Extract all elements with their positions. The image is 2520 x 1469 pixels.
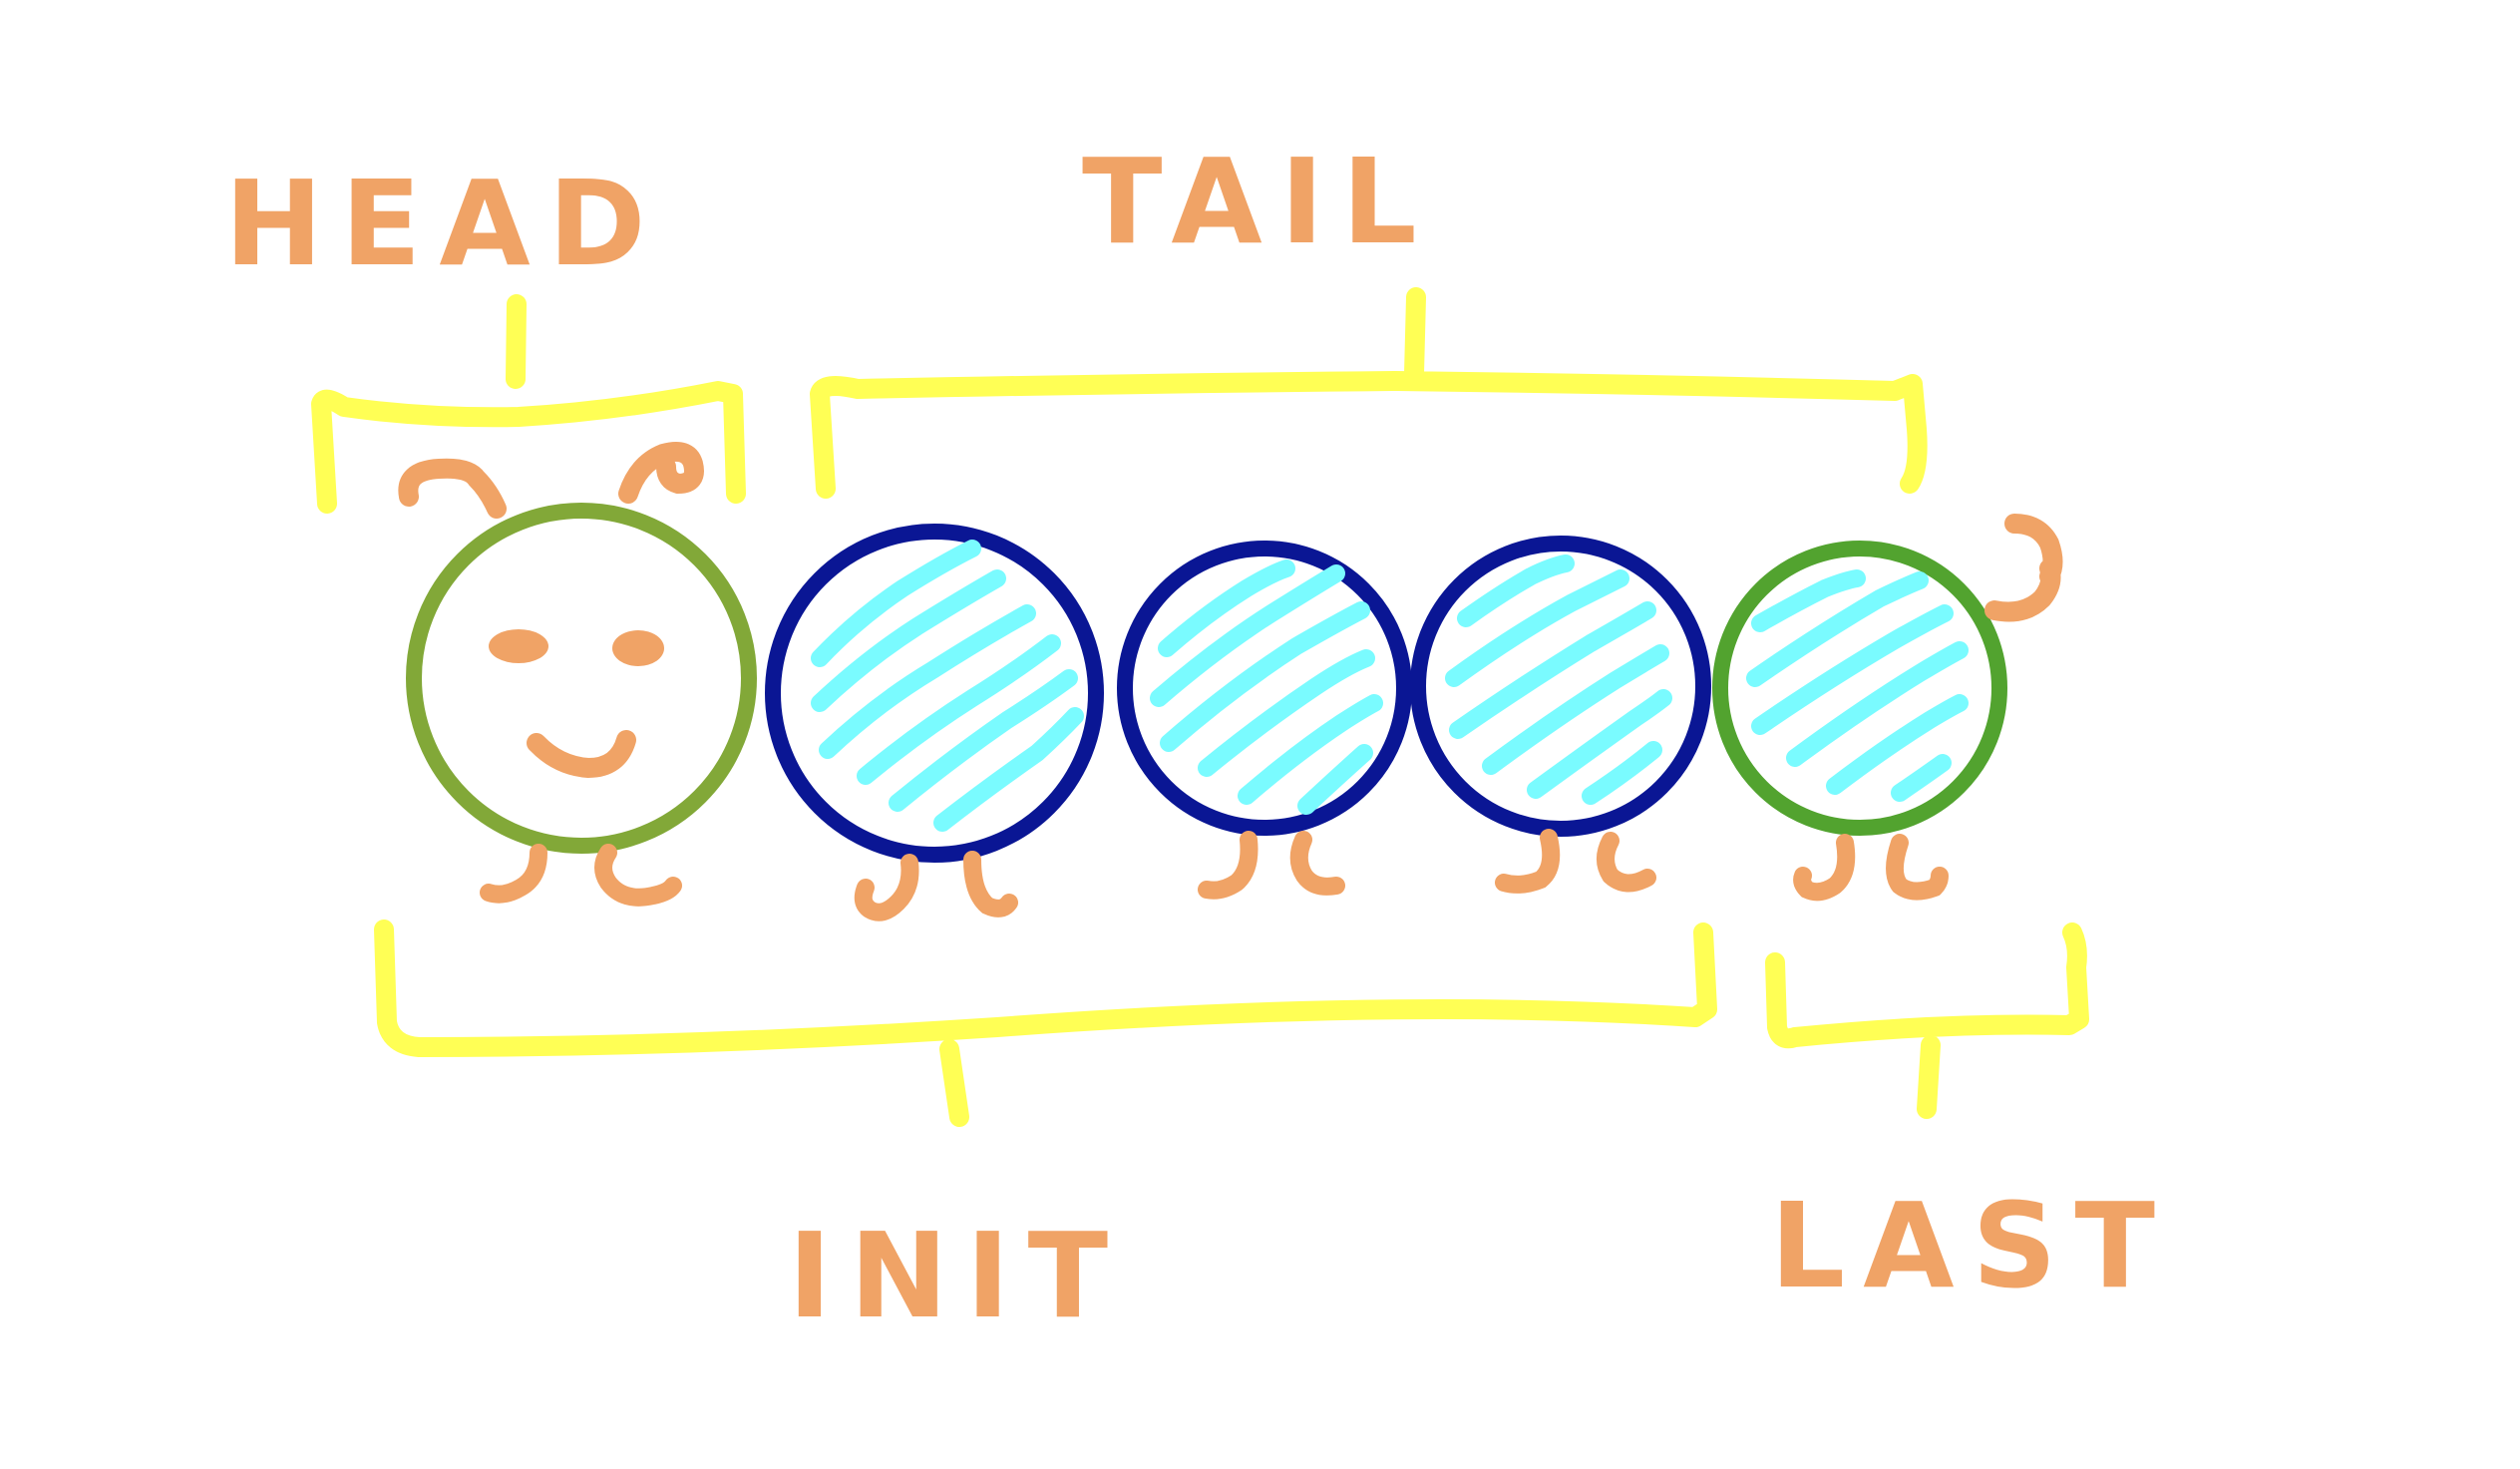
label-init: INIT bbox=[788, 1207, 1126, 1344]
hatch-stroke bbox=[1297, 744, 1373, 815]
leg bbox=[1289, 831, 1345, 896]
hatch-stroke bbox=[1449, 601, 1656, 739]
leg bbox=[594, 844, 682, 907]
leg bbox=[1495, 829, 1561, 894]
hatch-stroke bbox=[1751, 569, 1866, 632]
label-tail: TAIL bbox=[1082, 133, 1435, 270]
eye-right bbox=[612, 630, 664, 666]
antenna-right bbox=[618, 442, 704, 504]
hatch-stroke bbox=[1751, 604, 1954, 735]
hatch-stroke bbox=[1746, 571, 1929, 687]
hatch-stroke bbox=[1891, 754, 1952, 802]
bracket-head bbox=[311, 294, 746, 514]
bracket-tail bbox=[810, 287, 1928, 499]
eye-left bbox=[489, 629, 548, 663]
hatch-stroke bbox=[1786, 641, 1969, 767]
hatch-stroke bbox=[933, 707, 1084, 832]
hatch-stroke bbox=[811, 540, 981, 667]
segment-body-3 bbox=[1410, 536, 1711, 837]
label-head: HEAD bbox=[224, 155, 664, 292]
hatch-stroke bbox=[857, 634, 1061, 785]
hatch-stroke bbox=[1160, 601, 1370, 752]
leg bbox=[1198, 831, 1259, 900]
hatch-stroke bbox=[1482, 644, 1669, 775]
hatch-stroke bbox=[1457, 554, 1575, 627]
hatch-stroke bbox=[1158, 559, 1295, 657]
leg bbox=[963, 851, 1018, 918]
hatch-stroke bbox=[1582, 741, 1662, 805]
hatch-stroke bbox=[819, 604, 1036, 759]
hatch-stroke bbox=[1238, 694, 1383, 805]
hatch-stroke bbox=[1527, 689, 1672, 799]
bracket-last bbox=[1765, 922, 2089, 1119]
smile bbox=[527, 730, 636, 779]
leg bbox=[480, 844, 547, 904]
antenna-left bbox=[398, 458, 507, 519]
hatch-stroke bbox=[889, 669, 1078, 812]
segment-last bbox=[1712, 514, 2063, 836]
hatch-stroke bbox=[1150, 564, 1345, 707]
bracket-init bbox=[374, 919, 1717, 1127]
leg bbox=[1597, 832, 1656, 893]
leg bbox=[1886, 834, 1949, 901]
segment-body-2 bbox=[1117, 541, 1412, 836]
leg bbox=[854, 854, 919, 921]
segment-head bbox=[398, 442, 757, 907]
hatch-stroke bbox=[811, 569, 1006, 712]
tail-tip bbox=[1984, 514, 2063, 622]
label-last: LAST bbox=[1770, 1177, 2173, 1314]
hatch-stroke bbox=[1445, 569, 1629, 687]
segment-body-1 bbox=[765, 524, 1104, 863]
leg bbox=[1793, 834, 1856, 902]
hatch-stroke bbox=[1826, 694, 1969, 795]
hatch-stroke bbox=[1198, 649, 1375, 777]
